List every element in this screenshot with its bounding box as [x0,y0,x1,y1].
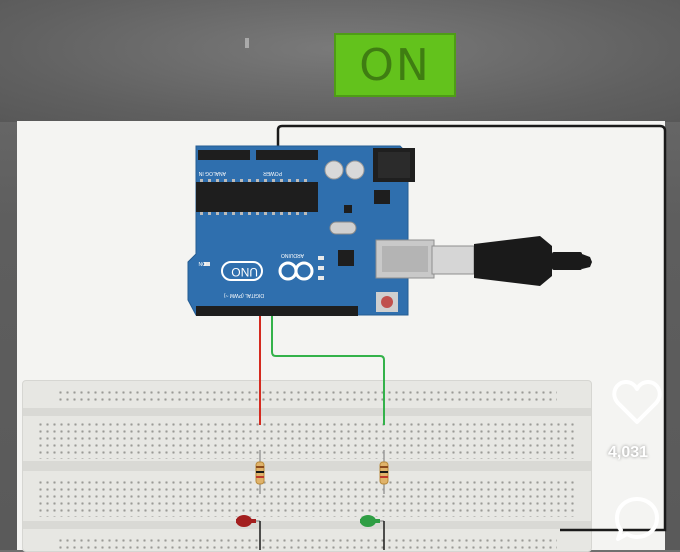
resistor [255,450,265,494]
header-digital [196,306,358,316]
comment-bubble-icon[interactable] [612,494,662,544]
board-label-analog: ANALOG IN [198,170,226,176]
wire-black-loop [276,124,667,532]
voltage-regulator [374,190,390,204]
resistor [379,450,389,494]
led-green [360,515,385,550]
board-model: UNO [231,265,258,279]
capacitor [345,160,365,180]
board-label-digital: DIGITAL (PWM ~) [224,292,264,298]
power-rail-top [57,389,557,405]
breadboard-divider [23,521,591,529]
board-brand: ARDUINO [281,252,304,258]
wire-green [271,316,385,425]
board-label-power: POWER [263,170,282,176]
breadboard-center-channel [23,461,591,471]
breadboard-divider [23,408,591,416]
on-sign: ON [334,33,456,97]
heart-icon[interactable] [612,378,662,426]
led-red [236,515,261,550]
video-background: ON [0,0,680,122]
capacitor [324,160,344,180]
crystal [329,221,357,235]
arduino-logo-icon [278,261,314,281]
header-power [256,150,318,160]
power-rail-bottom [57,537,557,551]
board-on-label: ON [198,260,206,266]
arduino-uno-board: POWER ANALOG IN DIGITAL (PWM ~) ARDUINO … [187,145,435,316]
atmega-chip [196,182,318,212]
terminal-strip-top [37,421,577,459]
like-count: 4,031 [608,444,649,461]
dust-speck [245,38,249,48]
usb-cable [431,236,592,286]
usb-chip [338,250,354,266]
breadboard [22,380,592,552]
terminal-strip-bottom [37,479,577,517]
uno-badge [221,261,263,281]
header-analog [198,150,250,160]
